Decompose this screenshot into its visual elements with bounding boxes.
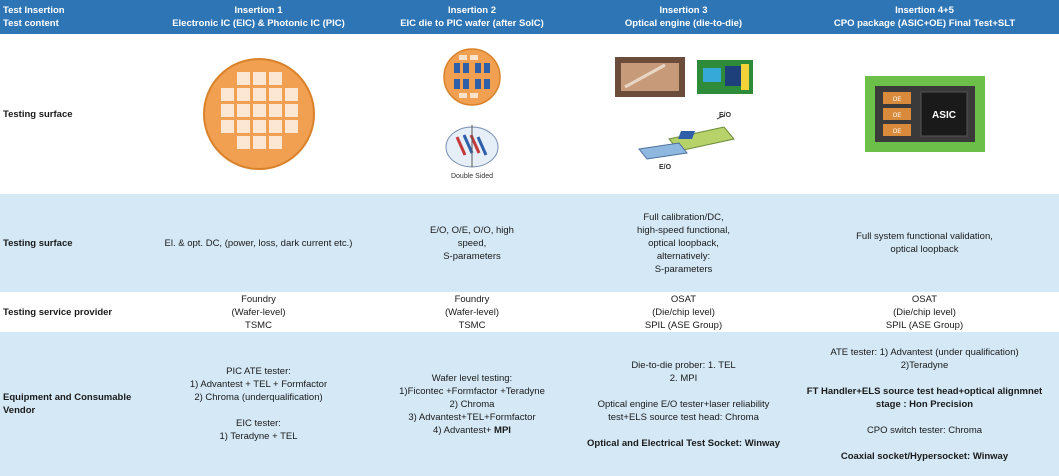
vendor-line: 3) Advantest+TEL+Formfactor	[408, 411, 536, 423]
double-sided-caption: Double Sided	[451, 173, 493, 180]
surface-line: S-parameters	[654, 263, 713, 275]
vendor-bold-line: stage : Hon Precision	[875, 398, 974, 410]
header-subtitle: EIC die to PIC wafer (after SoIC)	[400, 18, 544, 29]
surface-line: E/O, O/E, O/O, high	[430, 224, 514, 236]
oe-label: OE	[892, 129, 901, 135]
surface-line: speed,	[457, 237, 487, 249]
row-label-vendor: Equipment and Consumable Vendor	[0, 332, 150, 476]
vendor-line: 2. MPI	[669, 372, 698, 384]
surface-line: Full calibration/DC,	[643, 211, 724, 223]
surface-line: optical loopback	[890, 244, 959, 255]
vendor-col3: Die-to-die prober: 1. TEL 2. MPI Optical…	[577, 332, 790, 476]
eo-prober-diagram-icon: E/O E/O	[637, 112, 735, 171]
vendor-line: Optical engine E/O tester+laser reliabil…	[597, 398, 770, 410]
header-title: Test Insertion	[3, 5, 65, 16]
vendor-line: 2) Chroma	[449, 398, 495, 410]
double-sided-probe-icon: Double Sided	[445, 125, 499, 180]
insertion-2-image-cell: Double Sided	[367, 34, 577, 194]
row-label-service-provider: Testing service provider	[0, 292, 150, 332]
vendor-line: Wafer level testing:	[431, 372, 513, 384]
surface-line: Full system functional validation,	[856, 231, 993, 242]
wafer-icon	[202, 58, 315, 170]
provider-line: (Die/chip level)	[893, 306, 956, 318]
oe-label: OE	[892, 113, 901, 119]
header-insertion-4-5: Insertion 4+5 CPO package (ASIC+OE) Fina…	[790, 0, 1059, 34]
vendor-line: EIC tester:	[236, 418, 281, 429]
header-title: Insertion 2	[447, 5, 497, 16]
header-insertion-3: Insertion 3 Optical engine (die-to-die)	[577, 0, 790, 34]
vendor-line: 2)Teradyne	[900, 359, 949, 371]
eo-label-bottom: E/O	[659, 164, 672, 171]
provider-line: Foundry	[241, 293, 276, 305]
provider-line: SPIL (ASE Group)	[885, 319, 964, 331]
vendor-col2: Wafer level testing: 1)Ficontec +Formfac…	[367, 332, 577, 476]
provider-line: (Wafer-level)	[444, 306, 499, 318]
wafer-with-dies-icon	[443, 48, 501, 106]
surface-line: alternatively:	[656, 250, 711, 262]
vendor-bold-line: Coaxial socket/Hypersocket: Winway	[840, 450, 1009, 462]
provider-line: Foundry	[454, 293, 490, 305]
provider-line: OSAT	[911, 293, 938, 305]
header-test-insertion: Test Insertion Test content	[0, 0, 150, 34]
insertion-4-5-image-cell: OE OE OE ASIC	[790, 34, 1059, 194]
provider-line: TSMC	[458, 319, 486, 331]
vendor-col4: ATE tester: 1) Advantest (under qualific…	[790, 332, 1059, 476]
provider-line: (Die/chip level)	[652, 306, 715, 318]
wafer-image-cell	[150, 34, 367, 194]
header-insertion-1: Insertion 1 Electronic IC (EIC) & Photon…	[150, 0, 367, 34]
eo-label-top: E/O	[719, 112, 732, 119]
vendor-line: 1)Ficontec +Formfactor +Teradyne	[399, 385, 545, 397]
row-label-testing-surface: Testing surface	[0, 194, 150, 292]
vendor-line: PIC ATE tester:	[226, 366, 291, 377]
vendor-bold-line: Optical and Electrical Test Socket: Winw…	[587, 437, 780, 449]
provider-col1: Foundry (Wafer-level) TSMC	[150, 292, 367, 332]
vendor-bold-line: FT Handler+ELS source test head+optical …	[806, 385, 1043, 397]
header-subtitle: Optical engine (die-to-die)	[624, 18, 743, 29]
surface-line: S-parameters	[443, 250, 501, 262]
header-subtitle: CPO package (ASIC+OE) Final Test+SLT	[833, 18, 1016, 29]
vendor-line: 4) Advantest+ MPI	[433, 424, 511, 437]
vendor-line: 1) Advantest + TEL + Formfactor	[189, 379, 328, 390]
provider-line: TSMC	[245, 319, 272, 331]
surface-line: El. & opt. DC, (power, loss, dark curren…	[164, 237, 353, 249]
surface-text-col2: E/O, O/E, O/O, high speed, S-parameters	[367, 194, 577, 292]
surface-text-col4: Full system functional validation, optic…	[790, 194, 1059, 292]
provider-line: OSAT	[670, 293, 697, 305]
cpo-package-icon: OE OE OE ASIC	[864, 76, 985, 152]
optical-engine-photo-icon	[614, 57, 685, 97]
oe-label: OE	[892, 97, 901, 103]
provider-line: (Wafer-level)	[231, 306, 286, 318]
surface-text-col3: Full calibration/DC, high-speed function…	[577, 194, 790, 292]
vendor-line: ATE tester: 1) Advantest (under qualific…	[830, 346, 1019, 358]
row-label-testing-surface-images: Testing surface	[0, 34, 150, 194]
insertion-3-image-cell: E/O E/O	[577, 34, 790, 194]
header-subtitle: Test content	[3, 18, 59, 29]
provider-line: SPIL (ASE Group)	[644, 319, 723, 331]
header-title: Insertion 1	[234, 5, 283, 16]
provider-col3: OSAT (Die/chip level) SPIL (ASE Group)	[577, 292, 790, 332]
vendor-line: test+ELS source test head: Chroma	[608, 411, 759, 423]
header-insertion-2: Insertion 2 EIC die to PIC wafer (after …	[367, 0, 577, 34]
provider-col2: Foundry (Wafer-level) TSMC	[367, 292, 577, 332]
vendor-line: Die-to-die prober: 1. TEL	[631, 359, 736, 371]
provider-col4: OSAT (Die/chip level) SPIL (ASE Group)	[790, 292, 1059, 332]
header-title: Insertion 4+5	[895, 5, 954, 16]
header-subtitle: Electronic IC (EIC) & Photonic IC (PIC)	[172, 18, 345, 29]
vendor-col1: PIC ATE tester: 1) Advantest + TEL + For…	[150, 332, 367, 476]
header-title: Insertion 3	[659, 5, 708, 16]
vendor-line: 2) Chroma (underqualification)	[194, 392, 323, 403]
surface-line: optical loopback,	[648, 237, 719, 249]
vendor-bold-text: MPI	[494, 424, 511, 436]
optical-module-icon	[696, 60, 753, 94]
vendor-line: CPO switch tester: Chroma	[866, 424, 983, 436]
surface-text-col1: El. & opt. DC, (power, loss, dark curren…	[150, 194, 367, 292]
surface-line: high-speed functional,	[637, 224, 730, 236]
vendor-line: 1) Teradyne + TEL	[219, 431, 298, 442]
vendor-text: 4) Advantest+	[433, 424, 495, 436]
asic-label: ASIC	[932, 110, 956, 121]
